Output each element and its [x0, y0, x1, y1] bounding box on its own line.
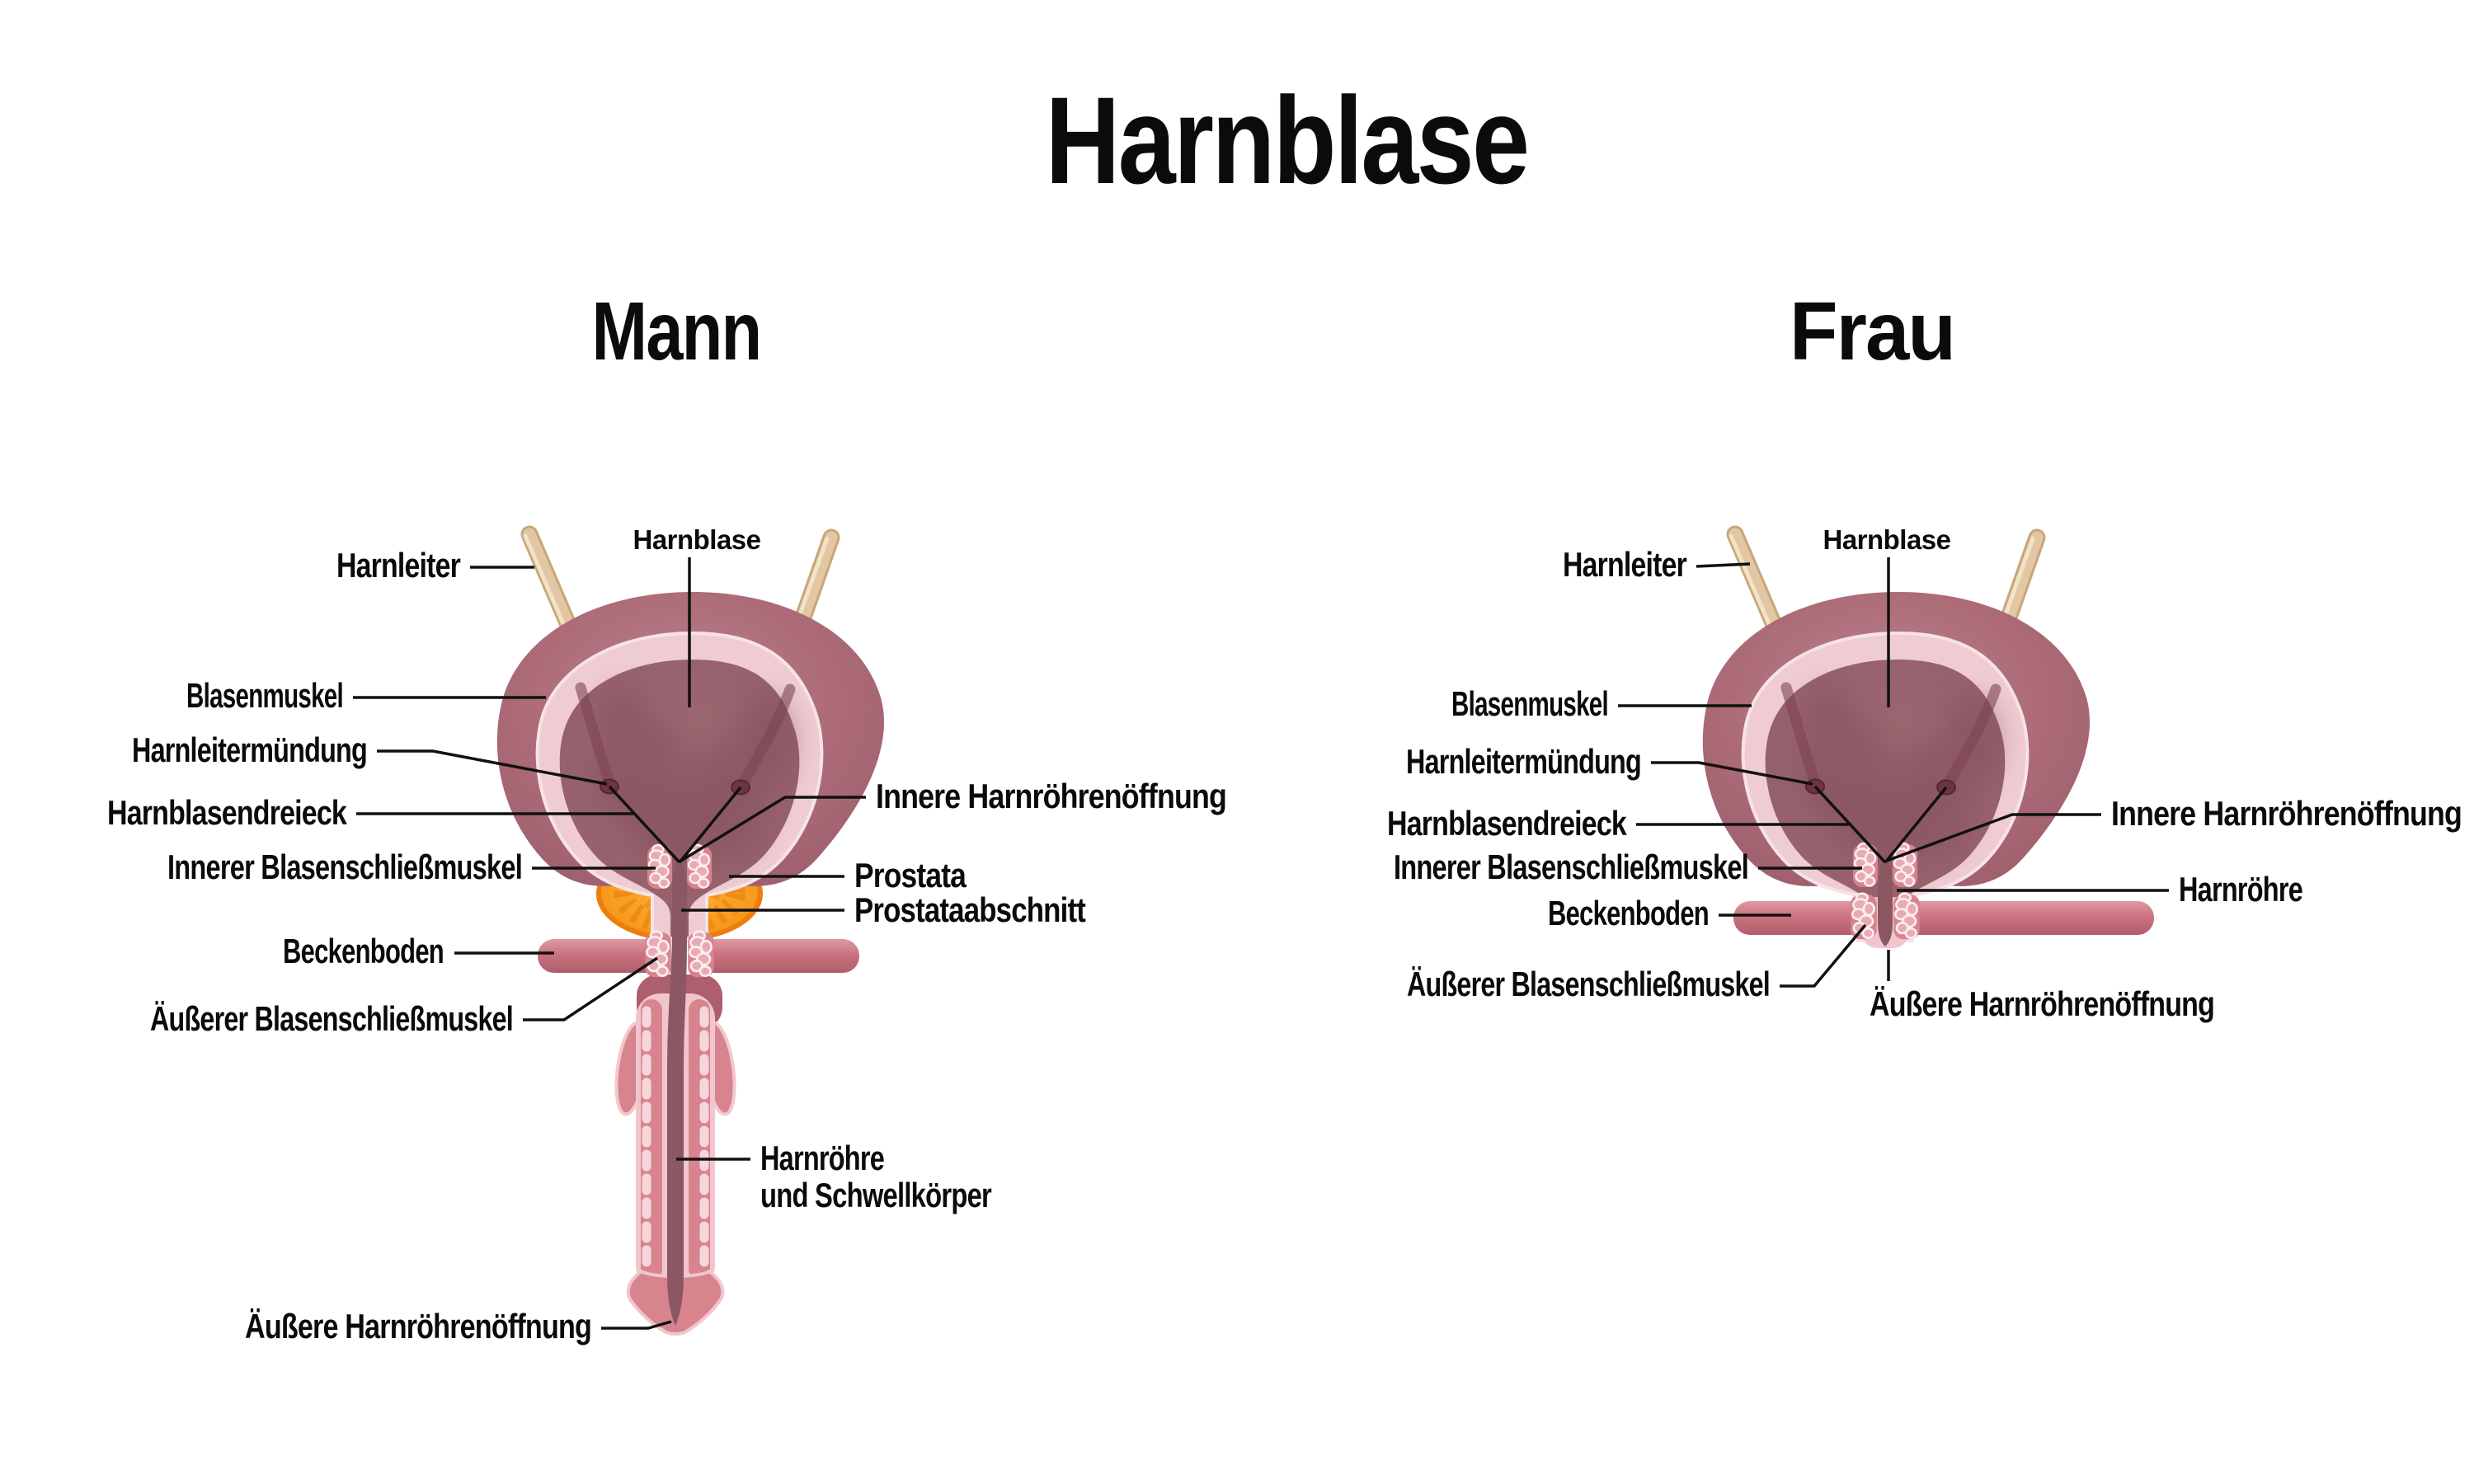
label-harnleitermuendung: Harnleitermündung	[132, 730, 367, 769]
label-aeusserer-blasenschliessmuskel-frau: Äußerer Blasenschließmuskel	[1407, 965, 1770, 1003]
trigone-line-right	[678, 786, 742, 864]
leader-aeusserer-blasenschliessmuskel-frau	[1780, 923, 1867, 988]
leader-harnleitermuendung	[377, 749, 608, 786]
outer-sphincter-left-frau	[1849, 892, 1879, 941]
diagram-frau: Frau	[1387, 285, 2462, 1023]
label-prostata: Prostata	[854, 856, 967, 895]
label-innerer-blasenschliessmuskel-frau: Innerer Blasenschließmuskel	[1394, 848, 1748, 886]
leader-innere-harnroehrenoeffnung-frau	[1886, 813, 2101, 862]
leader-innere-harnroehrenoeffnung	[680, 796, 866, 862]
urethra-channel-mann	[667, 854, 687, 1326]
labels-frau: Harnleiter Harnblase Blasenmuskel Harnle…	[1387, 524, 2462, 1023]
outer-sphincter-right	[686, 930, 716, 979]
label-harnblasendreieck: Harnblasendreieck	[107, 793, 347, 832]
pelvic-floor-frau	[1733, 901, 2154, 935]
label-harnblase-frau: Harnblase	[1823, 524, 1951, 555]
label-innere-harnroehrenoeffnung: Innere Harnröhrenöffnung	[876, 777, 1226, 815]
leader-lines-frau	[1618, 557, 2169, 988]
outer-sphincter-left	[643, 930, 673, 979]
trigone-line-right-frau	[1884, 786, 1948, 864]
label-prostataabschnitt: Prostataabschnitt	[854, 890, 1086, 929]
trigone-line-left	[608, 785, 681, 864]
label-aeusserer-blasenschliessmuskel: Äußerer Blasenschließmuskel	[150, 999, 513, 1038]
diagram-mann: Mann	[107, 285, 1227, 1345]
leader-harnleitermuendung-frau	[1651, 761, 1813, 786]
label-harnroehre-zeile2: und Schwellkörper	[760, 1176, 992, 1214]
labels-mann: Harnleiter Harnblase Blasenmuskel Harnle…	[107, 524, 1227, 1345]
label-harnleitermuendung-frau: Harnleitermündung	[1406, 742, 1641, 781]
label-beckenboden: Beckenboden	[283, 932, 444, 970]
outer-sphincter-right-frau	[1892, 892, 1921, 941]
label-innerer-blasenschliessmuskel: Innerer Blasenschließmuskel	[167, 848, 522, 886]
label-aeussere-harnroehrenoeffnung: Äußere Harnröhrenöffnung	[245, 1307, 591, 1345]
label-aeussere-harnroehrenoeffnung-frau: Äußere Harnröhrenöffnung	[1870, 984, 2214, 1023]
leader-aeusserer-blasenschliessmuskel	[523, 956, 658, 1021]
inner-sphincter-right	[685, 843, 713, 890]
label-beckenboden-frau: Beckenboden	[1548, 894, 1709, 932]
page-title: Harnblase	[1046, 71, 1528, 209]
label-harnroehre-zeile1: Harnröhre	[760, 1139, 884, 1177]
label-blasenmuskel: Blasenmuskel	[186, 676, 343, 715]
label-harnroehre-frau: Harnröhre	[2179, 870, 2302, 909]
label-blasenmuskel-frau: Blasenmuskel	[1451, 684, 1608, 723]
label-innere-harnroehrenoeffnung-frau: Innere Harnröhrenöffnung	[2111, 794, 2462, 833]
trigone-line-left-frau	[1813, 785, 1887, 864]
label-harnblase: Harnblase	[633, 524, 761, 555]
subtitle-frau: Frau	[1790, 285, 1954, 378]
leader-lines-mann	[353, 557, 866, 1330]
subtitle-mann: Mann	[592, 285, 761, 378]
leader-aeussere-harnroehrenoeffnung	[601, 1320, 672, 1330]
pelvic-floor-mann	[538, 939, 859, 973]
label-harnleiter: Harnleiter	[336, 546, 461, 585]
label-harnblasendreieck-frau: Harnblasendreieck	[1387, 804, 1627, 843]
urethra-channel-frau	[1878, 854, 1893, 946]
leader-harnleiter-frau	[1696, 562, 1751, 568]
label-harnleiter-frau: Harnleiter	[1563, 545, 1687, 584]
